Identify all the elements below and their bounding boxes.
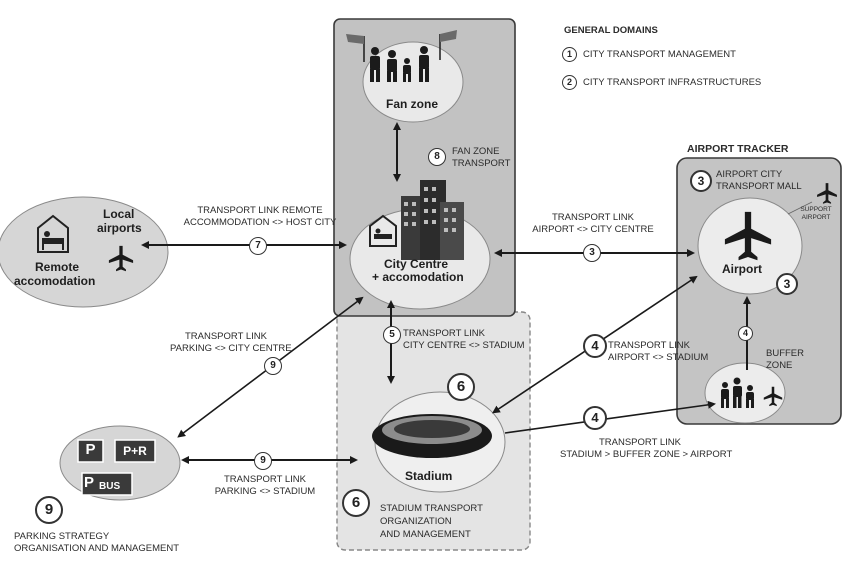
- stadium-org-label-1: STADIUM TRANSPORT: [380, 503, 483, 514]
- fan-zone-link-label-1: FAN ZONE: [452, 146, 500, 157]
- stadium-org-badge: 6: [342, 489, 370, 517]
- buffer-label-2: ZONE: [766, 360, 793, 371]
- legend-badge-2: 2: [562, 75, 577, 90]
- remote-ellipse: [0, 196, 169, 308]
- parking-badge: 9: [35, 496, 63, 524]
- legend-label-2: CITY TRANSPORT INFRASTRUCTURES: [583, 77, 762, 88]
- parking-stadium-link-badge: 9: [254, 452, 272, 470]
- parking-stadium-link-label-1: TRANSPORT LINK: [223, 474, 306, 485]
- parking-pr-text: P+R: [123, 444, 147, 458]
- fan-zone-link-badge: 8: [428, 148, 446, 166]
- city-hotel-icon: [369, 214, 397, 247]
- city-centre-label-2: + accomodation: [372, 270, 464, 284]
- parking-stadium-link-label-2: PARKING <> STADIUM: [214, 486, 316, 497]
- legend-label-1: CITY TRANSPORT MANAGEMENT: [583, 49, 736, 60]
- airport-badge: 3: [776, 273, 798, 295]
- airport-tracker-title: AIRPORT TRACKER: [687, 143, 789, 155]
- local-airports-label-1: Local: [103, 207, 135, 221]
- buffer-ellipse: [704, 362, 786, 424]
- stadium-buffer-link-label-1: TRANSPORT LINK: [598, 437, 681, 448]
- remote-link-badge: 7: [249, 237, 267, 255]
- legend-title: GENERAL DOMAINS: [564, 25, 658, 36]
- airport-stadium-link-label-1: TRANSPORT LINK: [608, 340, 691, 351]
- main-airport-plane-icon: [724, 211, 772, 261]
- fan-zone-label: Fan zone: [386, 97, 439, 111]
- support-airport-connector: [787, 201, 813, 215]
- parking-strategy-label-1: PARKING STRATEGY: [14, 531, 110, 542]
- city-centre-label-1: City Centre: [384, 257, 449, 271]
- airport-city-link-label-2: AIRPORT <> CITY CENTRE: [532, 224, 654, 235]
- parking-bus-text: BUS: [99, 481, 121, 492]
- buffer-link-badge: 4: [738, 326, 753, 341]
- airport-city-label: AIRPORT CITY: [716, 169, 783, 180]
- stadium-label: Stadium: [405, 469, 453, 483]
- airport-label: Airport: [722, 262, 762, 276]
- airport-stadium-link-label-2: AIRPORT <> STADIUM: [608, 352, 709, 363]
- city-stadium-link-label-2: CITY CENTRE <> STADIUM: [403, 340, 525, 351]
- city-stadium-link-label-1: TRANSPORT LINK: [403, 328, 486, 339]
- city-stadium-link-badge: 5: [383, 326, 401, 344]
- airport-city-link-badge: 3: [583, 244, 601, 262]
- local-airport-plane-icon: [108, 245, 134, 272]
- parking-strategy-label-2: ORGANISATION AND MANAGEMENT: [14, 543, 180, 554]
- parking-city-link-badge: 9: [264, 357, 282, 375]
- parking-bus-sign: [81, 472, 133, 496]
- stadium-org-label-3: AND MANAGEMENT: [380, 529, 471, 540]
- remote-link-label-2: ACCOMMODATION <> HOST CITY: [183, 217, 337, 228]
- airport-city-badge: 3: [690, 170, 712, 192]
- stadium-buffer-link-badge: 4: [583, 406, 607, 430]
- buffer-plane-icon: [763, 386, 783, 407]
- parking-bus-p-text: P: [84, 474, 95, 491]
- remote-label-1: Remote: [35, 260, 80, 274]
- fan-people-icon: [346, 30, 457, 82]
- fan-zone-link-label-2: TRANSPORT: [452, 158, 511, 169]
- remote-label-2: accomodation: [14, 274, 96, 288]
- airport-stadium-link-badge: 4: [583, 334, 607, 358]
- stadium-badge: 6: [447, 373, 475, 401]
- transport-mall-label: TRANSPORT MALL: [716, 181, 802, 192]
- parking-city-link-label-2: PARKING <> CITY CENTRE: [170, 343, 292, 354]
- airport-city-link-label-1: TRANSPORT LINK: [551, 212, 634, 223]
- remote-link-label-1: TRANSPORT LINK REMOTE: [197, 205, 323, 216]
- stadium-icon: [372, 414, 492, 458]
- local-airports-label-2: airports: [97, 221, 142, 235]
- buffer-label-1: BUFFER: [766, 348, 804, 359]
- support-label-1: SUPPORT: [800, 206, 832, 213]
- parking-city-link-label-1: TRANSPORT LINK: [184, 331, 267, 342]
- parking-pr-sign: [114, 439, 156, 463]
- legend-badge-1: 1: [562, 47, 577, 62]
- support-airport-plane-icon: [817, 183, 837, 204]
- buildings-icon: [401, 180, 464, 260]
- remote-hotel-icon: [37, 214, 69, 253]
- stadium-buffer-link-label-2: STADIUM > BUFFER ZONE > AIRPORT: [560, 449, 733, 460]
- support-label-2: AIRPORT: [801, 214, 831, 221]
- parking-p-sign: [77, 439, 104, 463]
- arrow-stadium-buffer: [504, 400, 716, 434]
- stadium-org-label-2: ORGANIZATION: [380, 516, 452, 527]
- buffer-people-icon: [721, 377, 754, 408]
- parking-p-text: P: [85, 441, 96, 458]
